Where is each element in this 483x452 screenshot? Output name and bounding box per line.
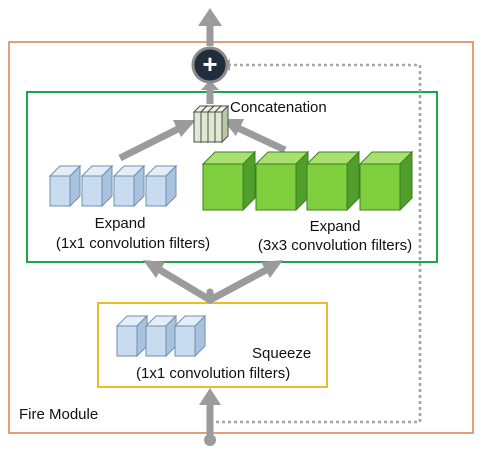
concatenation-label: Concatenation: [230, 99, 327, 116]
arrowhead-to-expand-1x1: [143, 260, 165, 278]
fire-module-label: Fire Module: [19, 406, 99, 423]
output-arrowhead: [198, 8, 222, 26]
expand-3x3-filters: [202, 151, 413, 211]
expand-3x3-subtitle: (3x3 convolution filters): [257, 237, 413, 254]
input-node: [204, 434, 216, 446]
squeeze-title: Squeeze: [252, 345, 312, 362]
expand-3x3-to-concat-arrow: [236, 124, 287, 154]
squeeze-subtitle: (1x1 convolution filters): [136, 365, 291, 382]
skip-connection-line: [210, 63, 422, 424]
squeeze-to-expand-arrows: [156, 266, 270, 304]
expand-3x3-title: Expand: [309, 218, 361, 235]
input-arrowhead: [199, 388, 221, 405]
expand-1x1-subtitle: (1x1 convolution filters): [55, 235, 211, 252]
expand-group-border: [26, 91, 438, 263]
concatenation-block: [193, 105, 229, 143]
concat-to-add-arrowhead: [201, 80, 219, 90]
fire-module-border: [8, 41, 474, 434]
arrowhead-to-expand-3x3: [261, 260, 283, 278]
add-symbol: +: [202, 49, 217, 79]
expand-1x1-filters: [49, 165, 177, 207]
squeeze-group-border: [97, 302, 328, 388]
expand-1x1-to-concat-arrow: [118, 124, 182, 162]
expand-1x1-title: Expand: [94, 215, 146, 232]
squeeze-filters: [116, 315, 206, 357]
expand-1x1-to-concat-arrowhead: [173, 120, 196, 137]
add-node: [191, 46, 229, 84]
